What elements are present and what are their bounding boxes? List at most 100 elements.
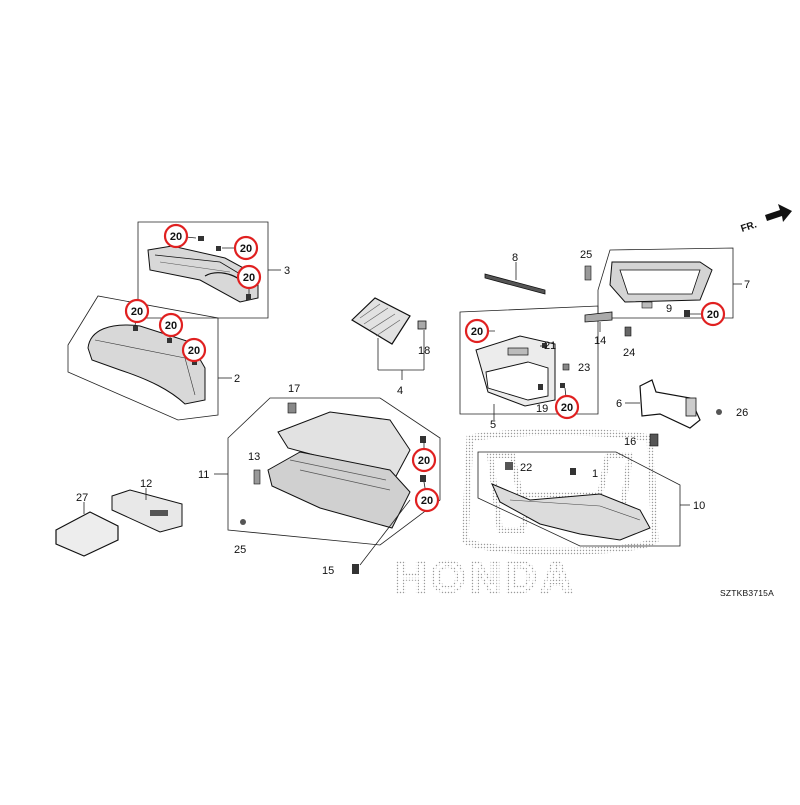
fastener-icon — [420, 475, 426, 482]
fastener-icon — [570, 468, 576, 475]
part-group-4: 4 18 — [351, 297, 430, 397]
part-label-12: 12 — [140, 478, 152, 490]
callout-ring — [163, 223, 189, 249]
callout-number: 20 — [421, 495, 433, 507]
clip-icon — [287, 402, 297, 414]
part-group-8: 8 — [484, 252, 546, 295]
callout-number: 20 — [561, 402, 573, 414]
callout-ring — [554, 394, 580, 420]
callout-number: 20 — [131, 306, 143, 318]
bolt-icon — [240, 519, 246, 525]
front-direction-indicator: FR. — [740, 204, 792, 235]
part-label-5: 5 — [490, 419, 496, 431]
callout-20: 20 — [414, 481, 440, 513]
part-label-11: 11 — [198, 469, 209, 481]
part-label-9: 9 — [666, 303, 672, 315]
callout-20: 20 — [222, 235, 259, 261]
callout-20: 20 — [163, 223, 197, 249]
screw-icon — [584, 265, 592, 281]
part-group-16: 16 — [624, 433, 659, 448]
callout-number: 20 — [243, 272, 255, 284]
fastener-icon — [246, 294, 251, 300]
part-group-5: 21 23 19 5 — [459, 305, 599, 431]
part-label-25a: 25 — [580, 249, 592, 261]
part-group-3: 3 — [137, 221, 290, 319]
part-label-13: 13 — [248, 451, 260, 463]
honda-wordmark: HONDA — [395, 553, 576, 602]
callout-20: 20 — [690, 301, 726, 327]
fastener-icon — [198, 236, 204, 241]
part-group-14: 14 24 — [584, 311, 635, 359]
clip-icon — [624, 326, 632, 337]
fastener-icon — [216, 246, 221, 251]
callout-ring — [411, 447, 437, 473]
part-group-12: 12 — [111, 478, 183, 533]
callout-number: 20 — [240, 243, 252, 255]
callout-number: 20 — [418, 455, 430, 467]
part-label-23: 23 — [578, 362, 590, 374]
screw-icon — [649, 433, 659, 447]
callout-number: 20 — [188, 345, 200, 357]
callout-ring — [700, 301, 726, 327]
part-label-7: 7 — [744, 279, 750, 291]
part-label-6: 6 — [616, 398, 622, 410]
callout-20: 20 — [236, 264, 262, 294]
part-label-2: 2 — [234, 373, 240, 385]
callout-ring — [158, 312, 184, 338]
part-label-26: 26 — [736, 407, 748, 419]
callout-number: 20 — [165, 320, 177, 332]
callout-number: 20 — [170, 231, 182, 243]
part-label-24: 24 — [623, 347, 635, 359]
part-group-27: 27 — [55, 492, 119, 557]
honda-logo-watermark: HONDA — [394, 428, 659, 604]
part-label-1: 1 — [592, 468, 598, 480]
callout-ring — [236, 264, 262, 290]
clip-icon — [562, 363, 570, 371]
part-label-21: 21 — [544, 340, 556, 352]
callout-number: 20 — [471, 326, 483, 338]
part-group-6: 6 26 — [616, 379, 748, 429]
callout-20: 20 — [181, 337, 207, 363]
part-label-10: 10 — [693, 500, 705, 512]
part-label-25b: 25 — [234, 544, 246, 556]
diagram-reference-code: SZTKB3715A — [720, 588, 774, 598]
fastener-icon — [560, 383, 565, 388]
screw-icon — [253, 469, 261, 485]
callout-ring — [124, 298, 150, 324]
part-label-16: 16 — [624, 436, 636, 448]
callout-20: 20 — [411, 442, 437, 473]
part-label-18: 18 — [418, 345, 430, 357]
fastener-icon — [420, 436, 426, 443]
fastener-icon — [542, 343, 547, 348]
part-label-3: 3 — [284, 265, 290, 277]
part-label-17: 17 — [288, 383, 300, 395]
fastener-icon — [167, 338, 172, 343]
callout-number: 20 — [707, 309, 719, 321]
part-label-19: 19 — [536, 403, 548, 415]
callout-20: 20 — [464, 318, 495, 344]
callout-ring — [414, 487, 440, 513]
front-arrow-icon — [765, 204, 792, 222]
part-label-22: 22 — [520, 462, 532, 474]
callout-20: 20 — [124, 298, 150, 327]
fastener-icon — [133, 326, 138, 331]
fastener-icon — [684, 310, 690, 317]
part-label-27: 27 — [76, 492, 88, 504]
callout-ring — [233, 235, 259, 261]
part-group-2: 2 — [67, 295, 240, 421]
callout-ring — [181, 337, 207, 363]
highlighted-callouts: 20 20 20 20 20 20 20 20 20 20 20 — [124, 223, 726, 513]
part-group-7: 7 25 9 — [580, 247, 750, 319]
part-label-8: 8 — [512, 252, 518, 264]
fastener-icon — [505, 462, 513, 470]
part-label-15: 15 — [322, 565, 334, 577]
callout-20: 20 — [554, 387, 580, 420]
callout-20: 20 — [158, 312, 184, 339]
fastener-icon — [538, 384, 543, 390]
callout-ring — [464, 318, 490, 344]
clip-icon — [417, 320, 427, 330]
screw-icon — [352, 564, 359, 574]
part-label-4: 4 — [397, 385, 403, 397]
